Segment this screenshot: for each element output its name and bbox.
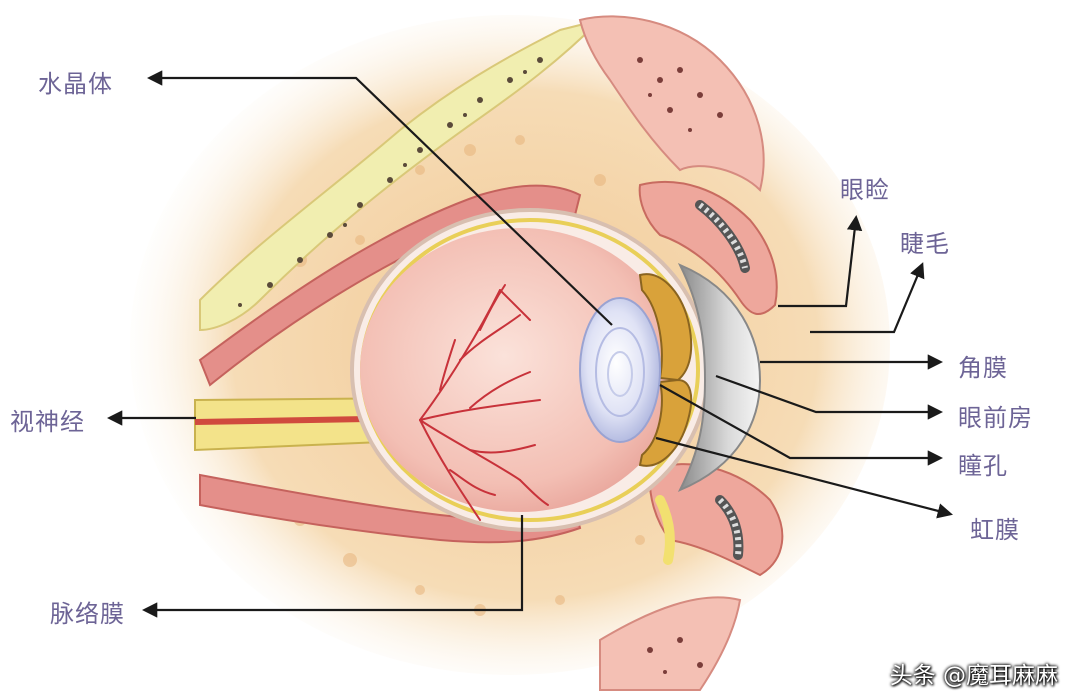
label-eyelid: 眼睑 <box>840 176 890 204</box>
superior-rectus-muscle <box>198 184 582 387</box>
leader-choroid <box>141 515 524 618</box>
lower-eyelid <box>648 463 784 577</box>
upper-eyelid <box>638 181 778 315</box>
label-choroid: 脉络膜 <box>50 600 125 628</box>
orbital-bone-roof <box>199 18 604 332</box>
eyeball-interior <box>360 228 680 512</box>
leader-lens <box>146 70 613 326</box>
label-eyelash: 睫毛 <box>900 230 950 258</box>
leader-lines <box>106 70 953 618</box>
lens <box>579 297 661 443</box>
iris-ciliary <box>638 273 693 467</box>
label-anterior-chamber: 眼前房 <box>958 404 1033 432</box>
label-optic-nerve: 视神经 <box>10 408 85 436</box>
leader-iris <box>655 436 953 519</box>
frontal-bone <box>578 15 765 192</box>
leader-anterior-chamber <box>715 374 944 420</box>
retinal-vessels <box>419 284 549 521</box>
leader-pupil <box>659 384 944 466</box>
leader-eyelash <box>810 262 925 334</box>
leader-eyelid <box>778 214 863 308</box>
label-pupil: 瞳孔 <box>958 452 1008 480</box>
label-cornea: 角膜 <box>958 354 1008 382</box>
label-lens: 水晶体 <box>38 70 113 98</box>
label-iris: 虹膜 <box>970 516 1020 544</box>
watermark: 头条 @魔耳麻麻 <box>889 663 1058 689</box>
maxillary-bone <box>599 596 742 691</box>
